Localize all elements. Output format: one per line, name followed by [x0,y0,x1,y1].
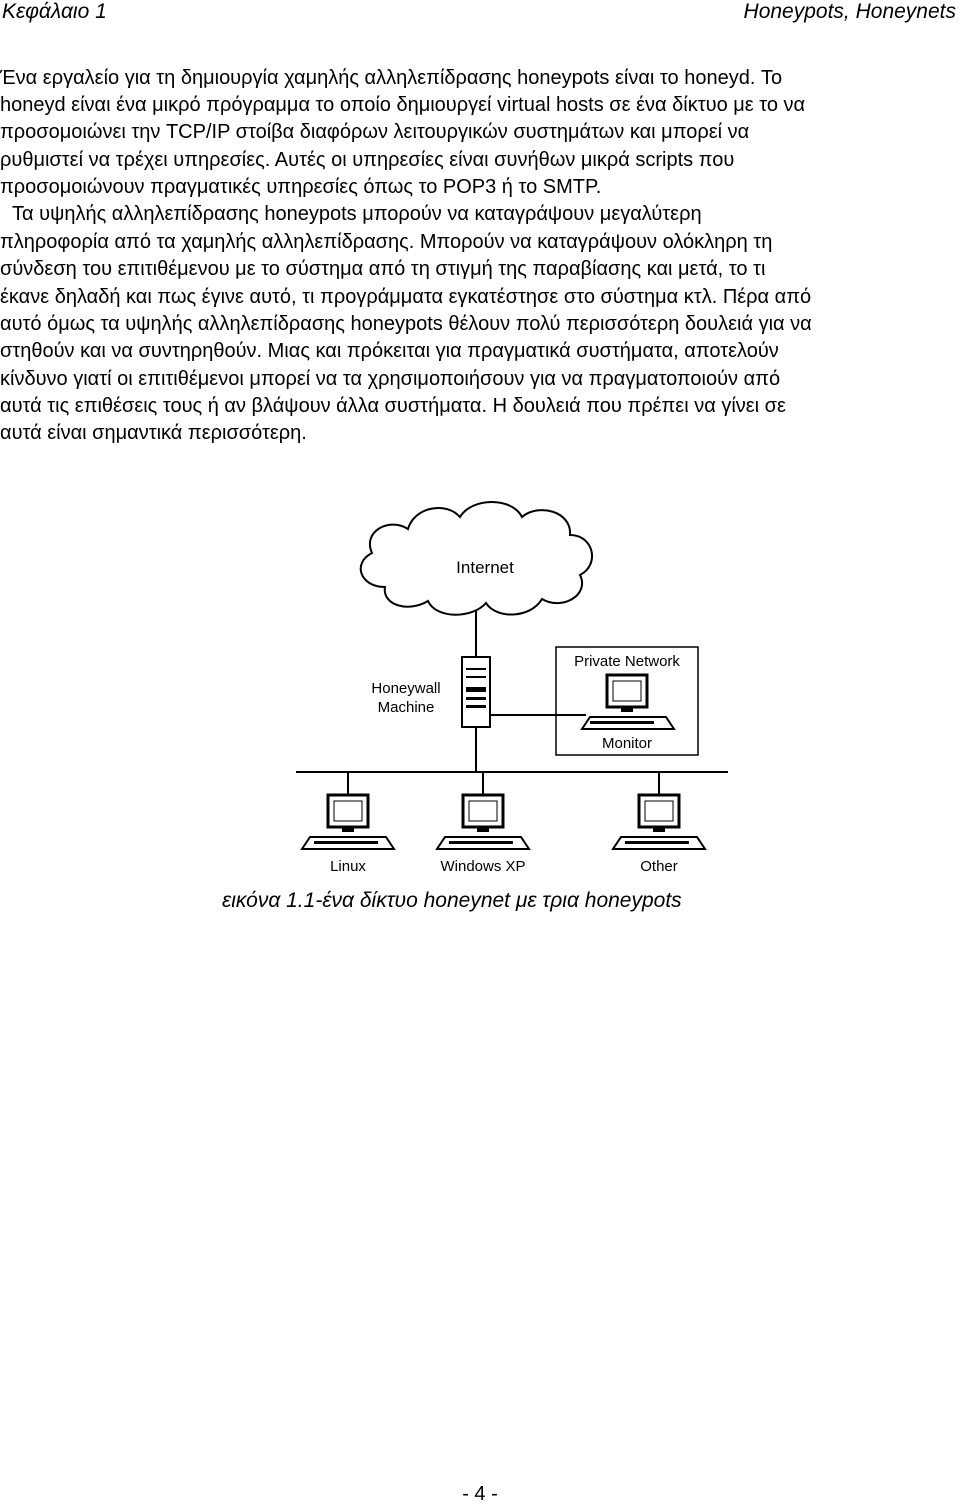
body-line: στηθούν και να συντηρηθούν. Μιας και πρό… [0,340,779,362]
host-label: Linux [330,858,366,875]
body-line: έκανε δηλαδή και πως έγινε αυτό, τι προγ… [0,286,812,308]
figure-caption: εικόνα 1.1-ένα δίκτυο honeynet με τρια h… [222,889,682,912]
honeypot-workstation-icon [611,772,707,850]
chapter-header: Κεφάλαιο 1 [2,0,107,23]
body-line: Ένα εργαλείο για τη δημιουργία χαμηλής α… [0,67,783,89]
body-line: κίνδυνο γιατί οι επιτιθέμενοι μπορεί να … [0,368,781,390]
honeywall-label: Honeywall [371,680,440,697]
internet-cloud: Internet [359,501,593,616]
honeypot-hosts: Linux Windows XP Other [300,772,707,875]
private-network-label: Private Network [574,653,680,670]
body-line: αυτό όμως τα υψηλής αλληλεπίδρασης honey… [0,313,812,335]
honeypot-workstation-icon [435,772,531,850]
body-line: αυτά τις επιθέσεις τους ή αν βλάψουν άλλ… [0,395,786,417]
cloud-label: Internet [456,558,514,577]
honeypot-workstation-icon [300,772,396,850]
honeynet-diagram: Internet Honeywall Machine Private Netwo… [296,501,728,875]
body-line: πληροφορία από τα χαμηλής αλληλεπίδρασης… [0,231,773,253]
body-line: προσομοιώνουν πραγματικές υπηρεσίες όπως… [0,176,602,198]
monitor-workstation-icon [580,673,676,730]
body-line: σύνδεση του επιτιθέμενου με το σύστημα α… [0,258,766,280]
machine-label: Machine [378,699,435,716]
page-number: - 4 - [462,1483,498,1505]
body-line: honeyd είναι ένα μικρό πρόγραμμα το οποί… [0,94,806,116]
body-line: Τα υψηλής αλληλεπίδρασης honeypots μπορο… [12,203,702,225]
honeywall-tower-icon [461,656,491,728]
body-line: αυτά είναι σημαντικά περισσότερη. [0,422,307,444]
body-line: ρυθμιστεί να τρέχει υπηρεσίες. Αυτές οι … [0,149,735,171]
host-label: Windows XP [440,858,525,875]
private-network-box [555,646,699,756]
monitor-label: Monitor [602,735,652,752]
body-line: προσομοιώνει την TCP/IP στοίβα διαφόρων … [0,121,750,143]
host-label: Other [640,858,678,875]
document-header-title: Honeypots, Honeynets [743,0,956,23]
